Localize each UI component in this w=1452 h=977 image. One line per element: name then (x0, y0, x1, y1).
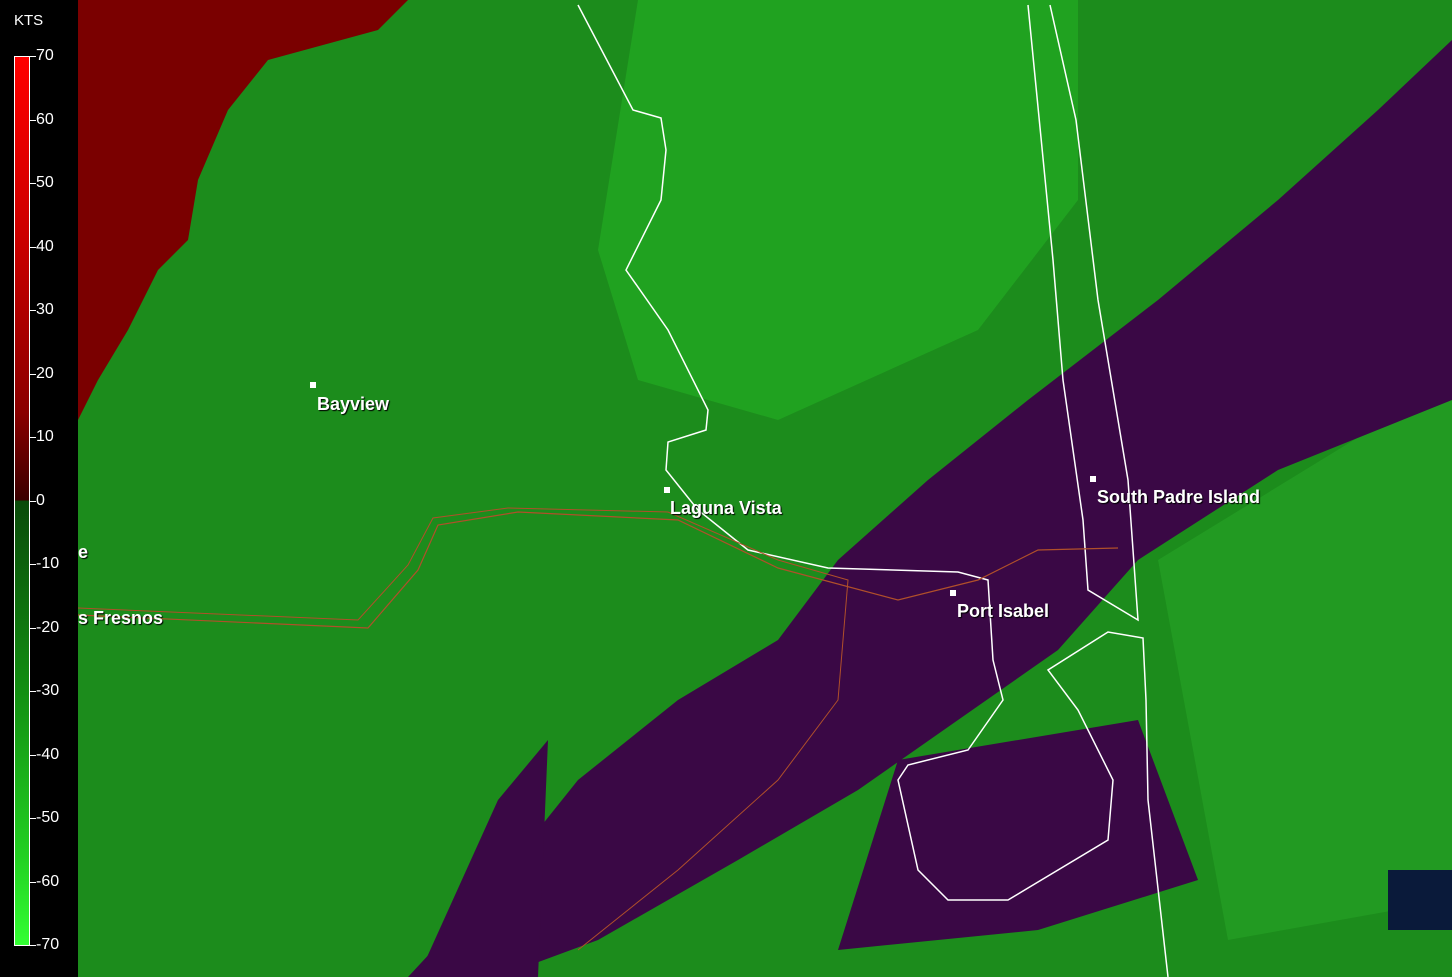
light-green-area (1158, 380, 1452, 940)
velocity-legend: KTS 70 60 50 40 30 20 10 0 -10 -20 -30 -40 -50 -60 -70 (0, 0, 78, 977)
range-folded-lower (838, 720, 1198, 950)
outbound-region (78, 0, 408, 420)
color-scale-bar (14, 56, 30, 946)
legend-tick-label: -30 (36, 682, 60, 699)
legend-tick-label: -10 (36, 555, 60, 572)
no-data-patch (1388, 870, 1452, 930)
legend-tick (30, 373, 36, 375)
legend-tick-label: 70 (36, 47, 54, 64)
legend-tick (30, 500, 36, 502)
legend-tick (30, 310, 36, 311)
secondary-road (78, 507, 849, 951)
range-folded-wedge (418, 740, 548, 977)
highway-road (78, 511, 1119, 629)
legend-tick-label: 60 (36, 110, 54, 128)
legend-tick (30, 691, 36, 692)
legend-tick (30, 119, 36, 121)
legend-tick (30, 564, 36, 565)
legend-tick (30, 437, 36, 438)
city-label-bayview: Bayview (317, 394, 390, 414)
legend-tick (30, 627, 36, 629)
legend-tick-label: 0 (36, 491, 45, 509)
legend-tick (30, 818, 36, 819)
barrier-island-boundary (1027, 4, 1139, 622)
legend-tick-label: -40 (36, 745, 60, 763)
city-marker-bayview (310, 382, 316, 388)
legend-tick (30, 56, 36, 57)
legend-tick-label: 50 (36, 174, 54, 191)
legend-tick-label: 40 (36, 237, 54, 255)
legend-tick-label: -70 (36, 936, 60, 953)
city-label-south-padre-island: South Padre Island (1097, 487, 1261, 507)
legend-tick (30, 183, 36, 184)
city-marker-south-padre-island (1090, 476, 1096, 482)
bright-green-area (598, 0, 1078, 420)
legend-tick-label: -50 (36, 809, 60, 826)
legend-tick-label: 10 (36, 428, 54, 445)
legend-tick (30, 754, 36, 756)
city-marker-laguna-vista (664, 487, 670, 493)
city-label-partial-left: e (78, 542, 89, 562)
coastline-boundary (577, 4, 1169, 977)
legend-tick (30, 881, 36, 883)
legend-tick (30, 246, 36, 248)
legend-tick-label: -20 (36, 618, 60, 636)
legend-tick-label: 20 (36, 364, 54, 382)
legend-tick-label: 30 (36, 301, 54, 318)
city-label-laguna-vista: Laguna Vista (670, 498, 782, 518)
range-folded-band (408, 40, 1452, 977)
city-label-port-isabel: Port Isabel (957, 601, 1050, 621)
legend-tick-label: -60 (36, 872, 60, 890)
radar-map[interactable] (78, 0, 1452, 977)
legend-unit: KTS (14, 12, 44, 29)
city-label-los-fresnos: s Fresnos (78, 608, 164, 628)
legend-tick (30, 945, 36, 946)
city-marker-port-isabel (950, 590, 956, 596)
